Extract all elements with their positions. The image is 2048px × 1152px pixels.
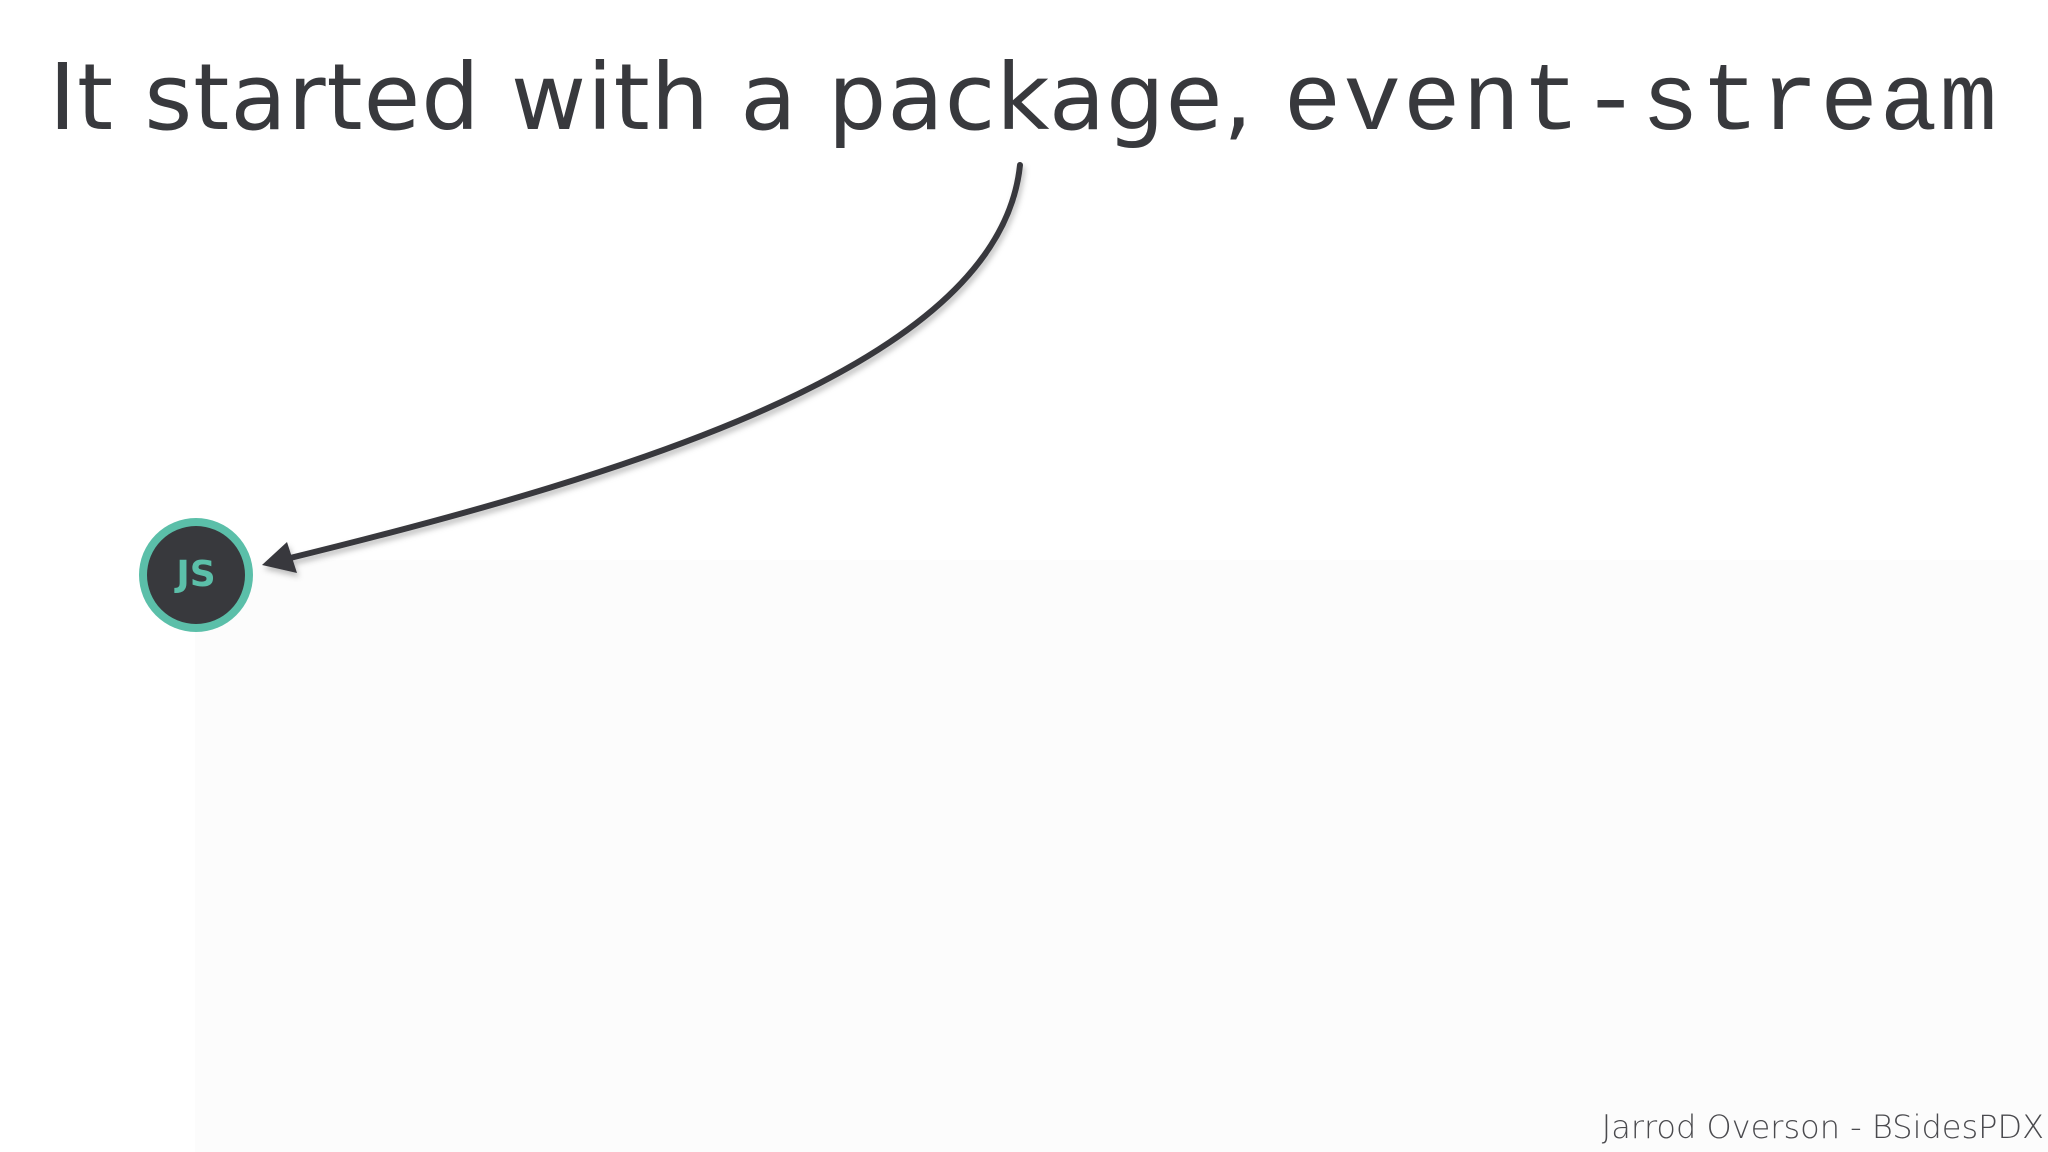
slide-background-shade	[195, 560, 2048, 1152]
arrow-curve	[279, 162, 1023, 563]
title-text: It started with a package,	[48, 44, 1284, 151]
js-package-node: JS	[139, 518, 253, 632]
js-node-label: JS	[147, 526, 245, 624]
title-package-name: event-stream	[1283, 49, 2000, 158]
slide-title: It started with a package, event-stream	[0, 38, 2048, 164]
footer-credit: Jarrod Overson - BSidesPDX	[1601, 1108, 2044, 1146]
arrowhead-icon	[262, 542, 297, 573]
